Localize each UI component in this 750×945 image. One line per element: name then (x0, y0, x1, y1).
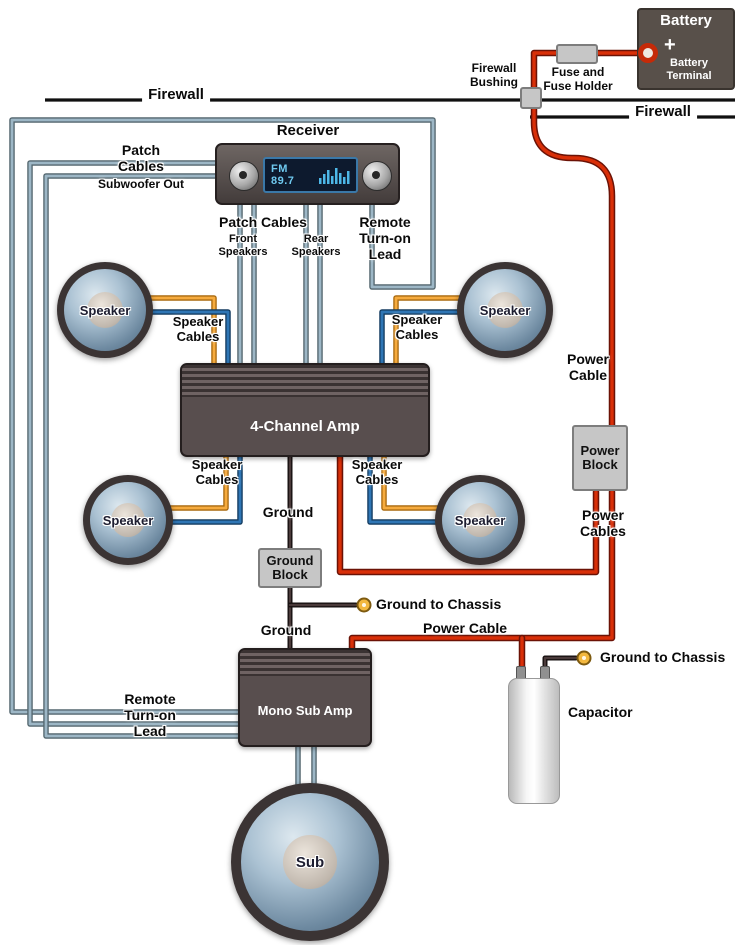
sub-label: Sub (295, 853, 325, 871)
ground-ring-terminal-1 (356, 597, 372, 613)
remote-lead-bottom-label: Remote Turn-on Lead (124, 691, 176, 739)
signal-bars-icon (318, 168, 350, 184)
ground-block-label: Ground Block (266, 552, 314, 582)
capacitor-label: Capacitor (568, 704, 633, 720)
speaker-label: Speaker (454, 512, 506, 528)
power-cable-right-label: Power Cable (566, 351, 610, 383)
four-channel-amp-label: 4-Channel Amp (250, 417, 360, 435)
speaker-top-left: Speaker (57, 262, 153, 358)
speaker-cables-label-bl: Speaker Cables (191, 457, 243, 487)
receiver-title: Receiver (276, 122, 340, 139)
volume-knob-icon (229, 161, 259, 191)
battery-terminal-label: Battery Terminal (666, 57, 712, 82)
ground-bottom-label: Ground (260, 622, 312, 638)
firewall-label-right: Firewall (629, 103, 697, 121)
patch-cables-mid-label: Patch Cables (219, 214, 307, 230)
firewall-bushing (520, 87, 542, 109)
speaker-top-right: Speaker (457, 262, 553, 358)
patch-remote-cables (9, 117, 436, 809)
firewall-label-left: Firewall (142, 86, 210, 104)
heatsink-fins (182, 365, 428, 397)
fuse-holder-label: Fuse and Fuse Holder (543, 65, 613, 93)
ground-top-label: Ground (262, 504, 314, 520)
mono-sub-amp: Mono Sub Amp (238, 648, 372, 747)
battery-terminal-icon (638, 43, 658, 63)
speaker-bottom-left: Speaker (83, 475, 173, 565)
firewall-bushing-label: Firewall Bushing (470, 61, 518, 89)
ground-block: Ground Block (258, 548, 322, 588)
speaker-cables-label-br: Speaker Cables (351, 457, 403, 487)
receiver-display: FM 89.7 (263, 157, 358, 193)
battery-title: Battery (660, 12, 712, 29)
front-speakers-label: Front Speakers (218, 233, 268, 258)
receiver: FM 89.7 (215, 143, 400, 205)
subwoofer-out-label: Subwoofer Out (98, 177, 184, 191)
battery-plus-sign: + (664, 34, 676, 56)
rear-speakers-label: Rear Speakers (291, 233, 341, 258)
capacitor (508, 678, 560, 804)
power-cables-label: Power Cables (580, 507, 626, 539)
frequency-readout: FM 89.7 (271, 163, 295, 187)
ground-wires (287, 454, 579, 671)
patch-cables-left-label: Patch Cables (118, 142, 164, 174)
subwoofer: Sub (231, 783, 389, 941)
speaker-label: Speaker (79, 302, 131, 318)
power-cables (336, 49, 654, 674)
speaker-cables (147, 295, 463, 525)
tuning-knob-icon (362, 161, 392, 191)
remote-lead-top-label: Remote Turn-on Lead (359, 214, 411, 262)
power-cable-mid-label: Power Cable (422, 620, 508, 636)
speaker-label: Speaker (102, 512, 154, 528)
power-block-label: Power Block (580, 442, 620, 472)
speaker-cables-label-tr: Speaker Cables (391, 312, 443, 342)
ground-to-chassis-label-1: Ground to Chassis (376, 596, 502, 612)
ground-ring-terminal-2 (576, 650, 592, 666)
power-block: Power Block (572, 425, 628, 491)
speaker-label: Speaker (479, 302, 531, 318)
fuse-holder (556, 44, 598, 64)
heatsink-fins (240, 650, 370, 676)
mono-sub-amp-label: Mono Sub Amp (257, 703, 353, 718)
four-channel-amp: 4-Channel Amp (180, 363, 430, 457)
speaker-cables-label-tl: Speaker Cables (172, 314, 224, 344)
speaker-bottom-right: Speaker (435, 475, 525, 565)
ground-to-chassis-label-2: Ground to Chassis (600, 649, 726, 665)
